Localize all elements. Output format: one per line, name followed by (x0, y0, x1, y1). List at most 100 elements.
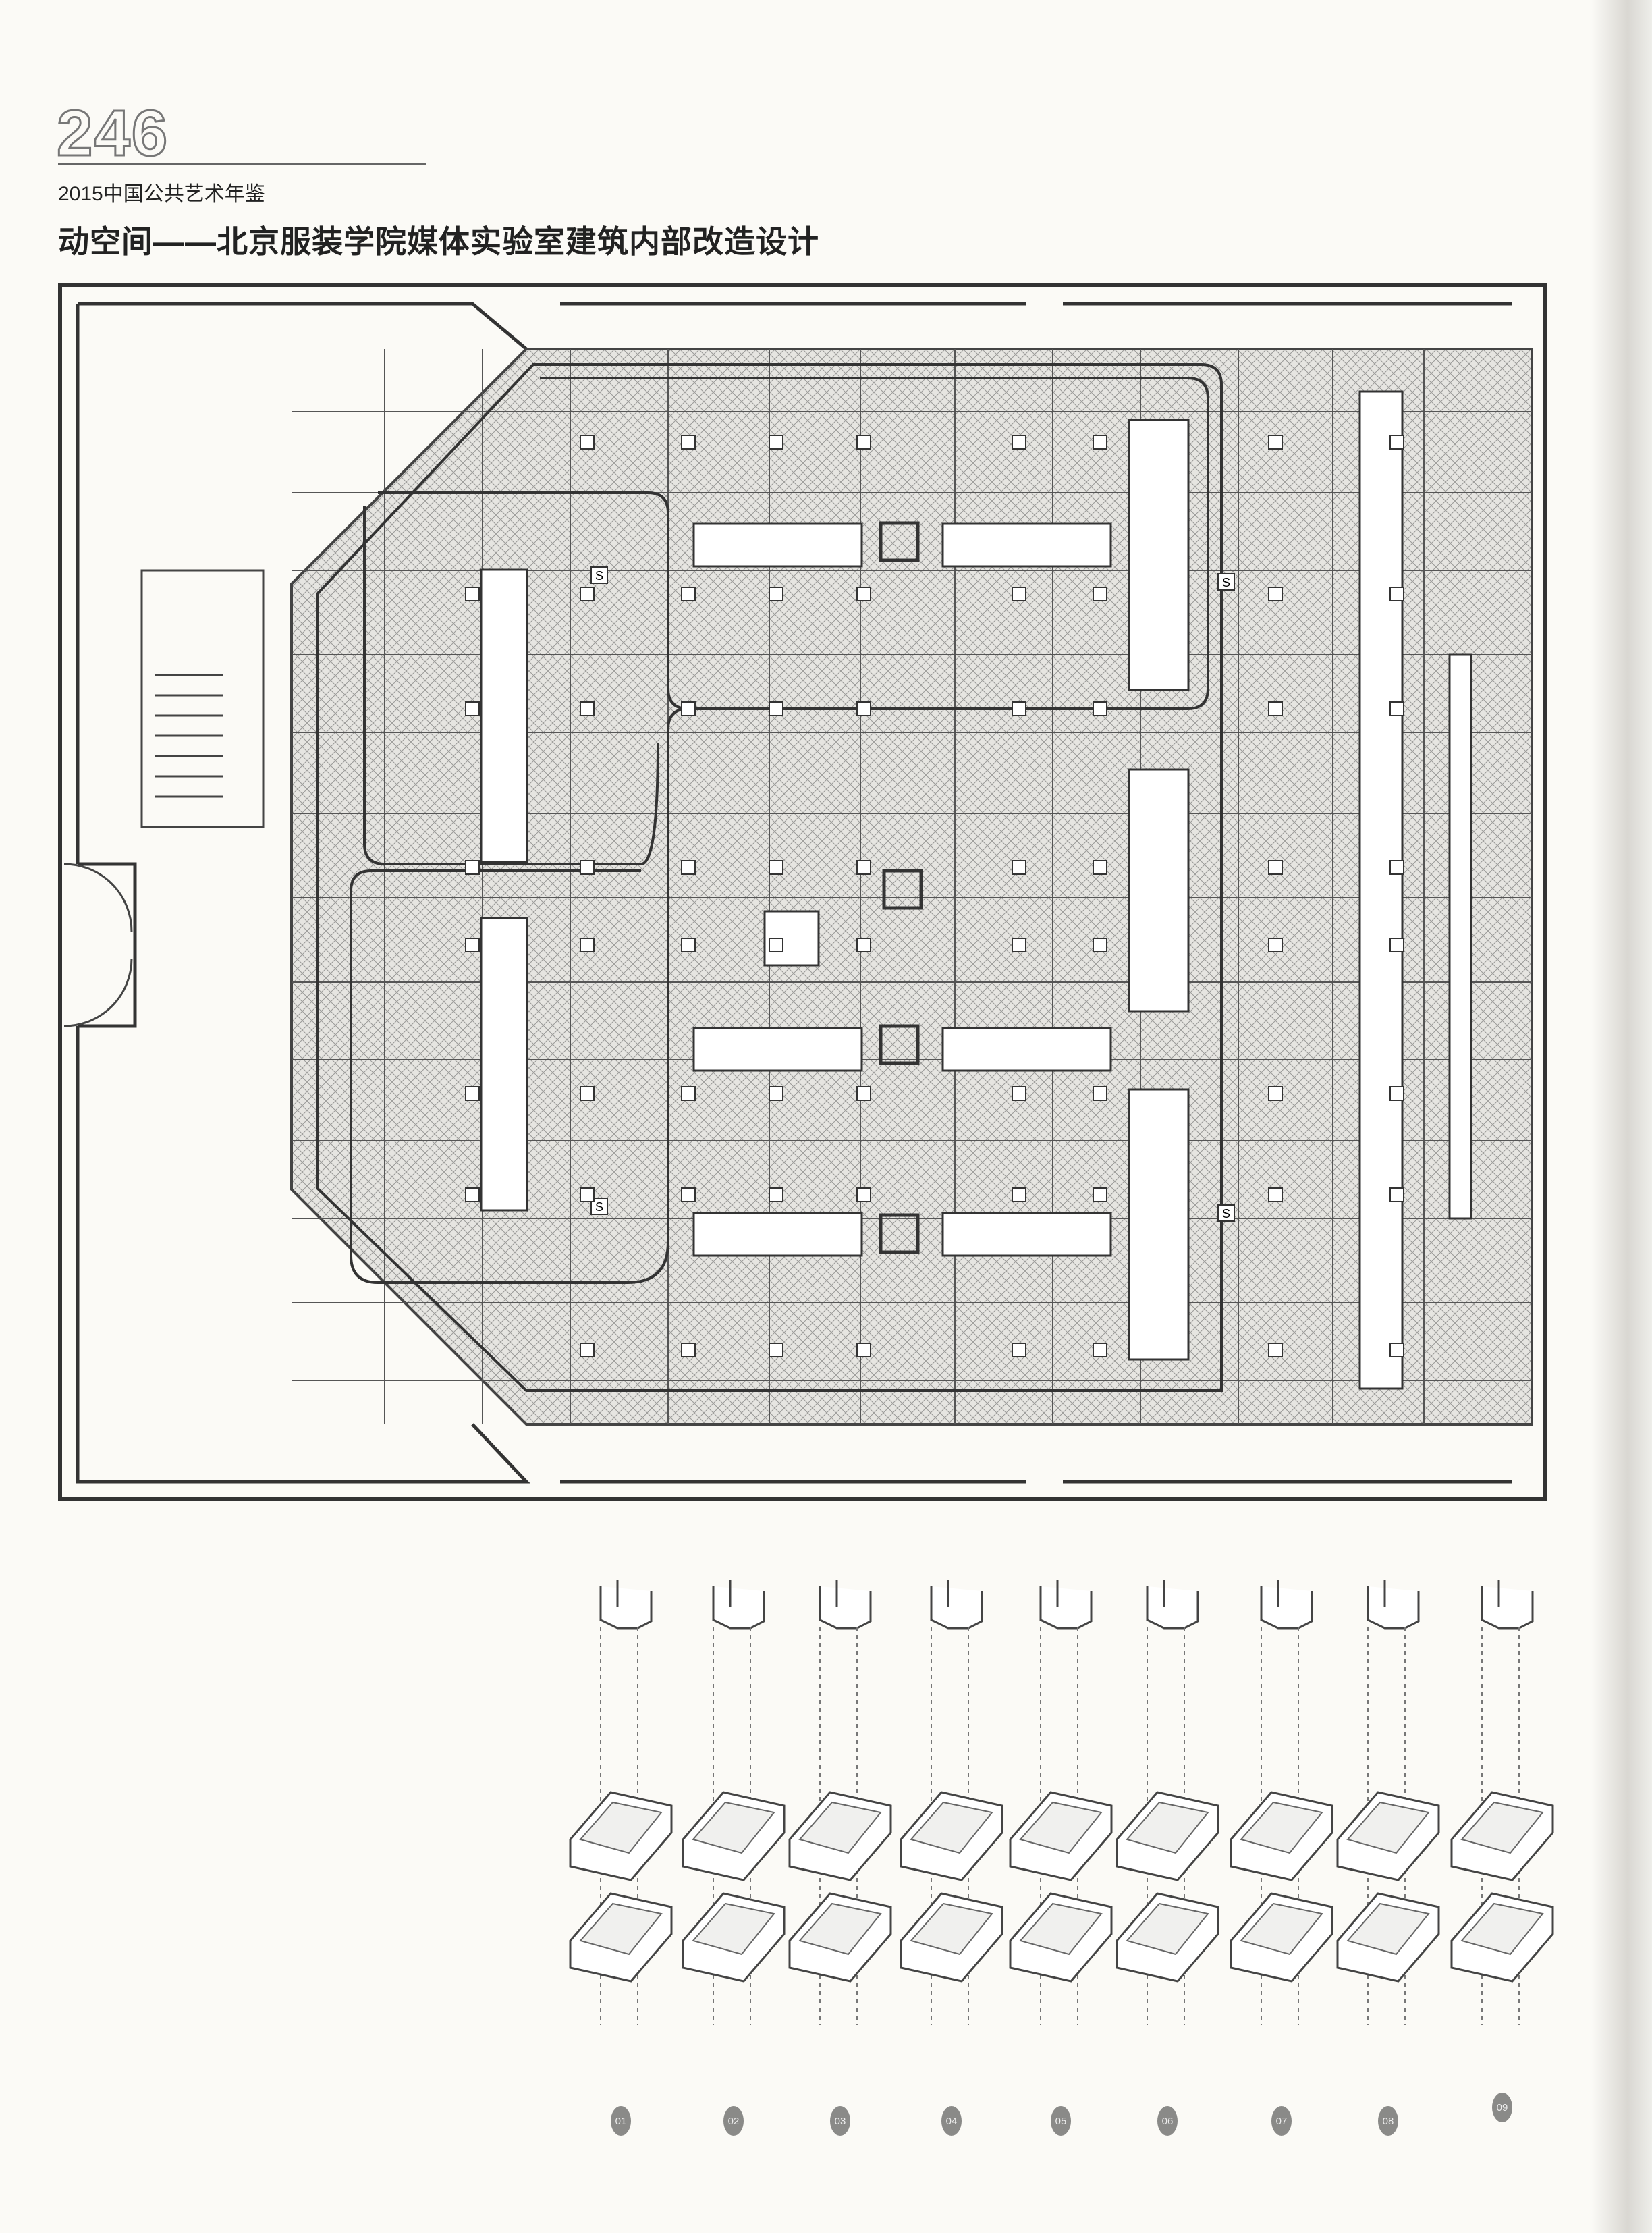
room-floor (1346, 1902, 1430, 1956)
light-fixture (580, 1086, 595, 1101)
doors (63, 863, 133, 1027)
light-fixture (465, 1086, 480, 1101)
light-fixture (1093, 435, 1107, 450)
light-fixture (681, 1086, 696, 1101)
light-fixture (769, 701, 783, 716)
s-fixture (1217, 1204, 1235, 1222)
table (1128, 768, 1190, 1013)
room-floor (798, 1801, 882, 1854)
light-fixture (856, 860, 871, 875)
room-floor (1019, 1801, 1103, 1854)
column-pillar (882, 869, 923, 910)
s-fixture (590, 566, 608, 584)
light-fixture (769, 1187, 783, 1202)
book-subtitle: 2015中国公共艺术年鉴 (58, 183, 265, 205)
light-fixture (580, 435, 595, 450)
light-fixture (681, 938, 696, 952)
light-fixture (1389, 1187, 1404, 1202)
light-fixture (1093, 1343, 1107, 1357)
light-fixture (580, 860, 595, 875)
light-fixture (1389, 701, 1404, 716)
partition-module (712, 1580, 765, 1630)
room-floor (798, 1902, 882, 1956)
column-pillar (879, 521, 920, 562)
light-fixture (1012, 587, 1026, 601)
partition-module (599, 1580, 653, 1630)
room-floor (1460, 1801, 1544, 1854)
diagram-number-badge: 09 (1492, 2093, 1512, 2122)
light-fixture (681, 701, 696, 716)
light-fixture (769, 1086, 783, 1101)
partition-module (1039, 1580, 1093, 1630)
column-pillar (879, 1024, 920, 1065)
partition-module (1481, 1580, 1534, 1630)
light-fixture (681, 1187, 696, 1202)
article-title: 动空间——北京服装学院媒体实验室建筑内部改造设计 (58, 224, 819, 259)
light-fixture (580, 701, 595, 716)
light-fixture (856, 938, 871, 952)
table (941, 1212, 1112, 1257)
light-fixture (856, 1343, 871, 1357)
light-fixture (1268, 1187, 1283, 1202)
light-fixture (1268, 938, 1283, 952)
room-floor (1126, 1801, 1209, 1854)
room-floor (1240, 1902, 1323, 1956)
s-fixture-label: S (595, 569, 603, 583)
diagram-number-badge: 01 (611, 2106, 631, 2136)
hatched-floor (290, 348, 1533, 1426)
partition-module (930, 1580, 983, 1630)
light-fixture (1093, 587, 1107, 601)
table (1448, 653, 1472, 1220)
light-fixture (856, 1187, 871, 1202)
light-fixture (769, 938, 783, 952)
light-fixture (769, 435, 783, 450)
light-fixture (1012, 1086, 1026, 1101)
light-fixture (1389, 587, 1404, 601)
light-fixture (856, 701, 871, 716)
table (1358, 390, 1404, 1390)
light-fixture (681, 860, 696, 875)
table (692, 1027, 863, 1072)
diagram-number-badge: 06 (1157, 2106, 1178, 2136)
table (692, 1212, 863, 1257)
s-fixture-label: S (595, 1200, 603, 1214)
room-floor (579, 1902, 663, 1956)
light-fixture (465, 587, 480, 601)
light-fixture (1093, 860, 1107, 875)
building-walls (58, 283, 1547, 1501)
diagram-number-badge: 03 (830, 2106, 850, 2136)
room-floor (692, 1801, 775, 1854)
column-pillar (879, 1213, 920, 1254)
room-floor (579, 1801, 663, 1854)
room-floor (1126, 1902, 1209, 1956)
light-fixture (1268, 860, 1283, 875)
s-fixture-label: S (1222, 1207, 1230, 1220)
light-fixture (1268, 701, 1283, 716)
light-fixture (1093, 1187, 1107, 1202)
book-gutter-shadow (1591, 0, 1652, 2233)
light-fixture (769, 860, 783, 875)
header-rule (58, 163, 426, 165)
light-fixture (856, 1086, 871, 1101)
light-fixture (1389, 1086, 1404, 1101)
table (480, 917, 528, 1212)
partition-module (1367, 1580, 1420, 1630)
stair (140, 569, 265, 828)
light-fixture (1093, 701, 1107, 716)
light-fixture (1093, 1086, 1107, 1101)
table (480, 568, 528, 863)
partition-module (1146, 1580, 1199, 1630)
light-fixture (580, 587, 595, 601)
light-fixture (1389, 1343, 1404, 1357)
light-fixture (1268, 1086, 1283, 1101)
diagram-number-badge: 08 (1378, 2106, 1398, 2136)
table (941, 1027, 1112, 1072)
page-number: 246 (55, 97, 169, 169)
room-floor (1240, 1801, 1323, 1854)
light-fixture (1268, 435, 1283, 450)
light-fixture (856, 435, 871, 450)
s-fixture-label: S (1222, 576, 1230, 589)
table (1128, 419, 1190, 691)
room-floor (910, 1902, 993, 1956)
